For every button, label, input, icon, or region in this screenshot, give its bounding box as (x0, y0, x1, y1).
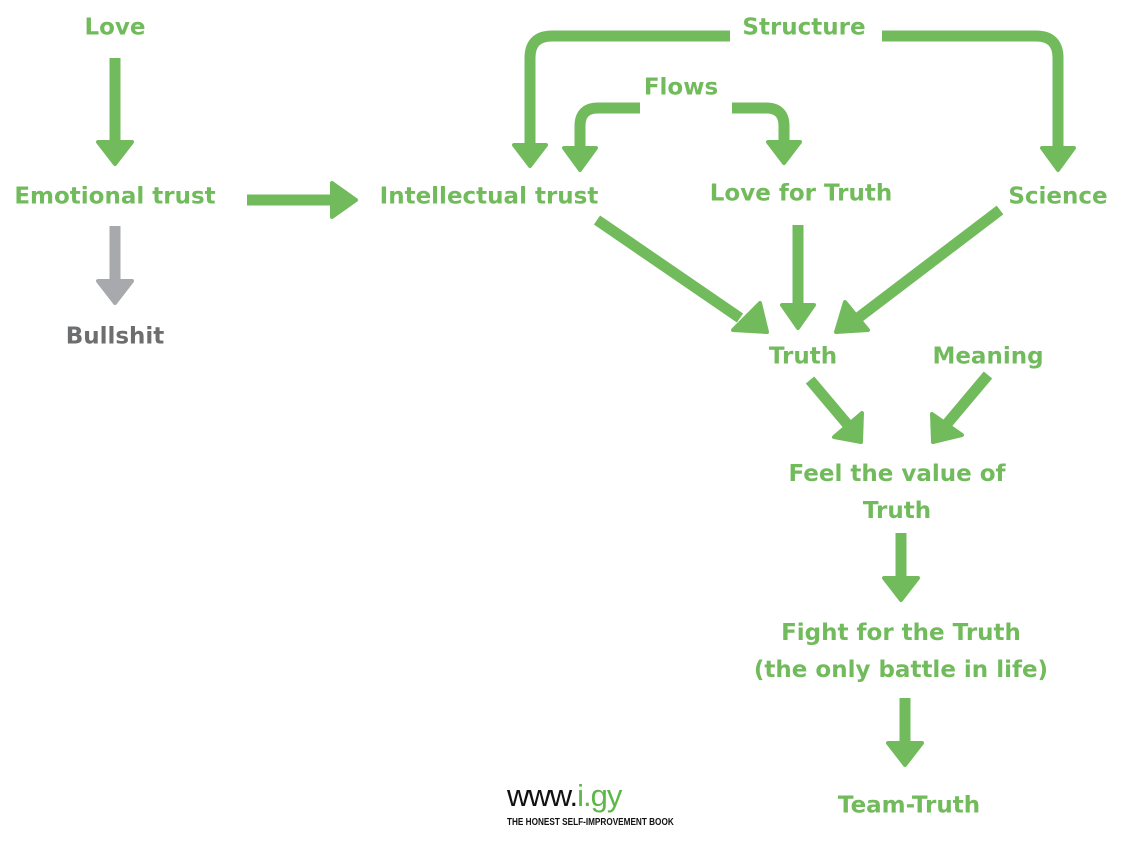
arrowhead (96, 140, 134, 166)
arrow-flows-to-intellectual (574, 102, 640, 148)
node-science: Science (1008, 183, 1108, 210)
arrowhead (780, 303, 816, 330)
arrow-structure-to-intellectual (524, 30, 730, 145)
node-fight-line-2: (the only battle in life) (753, 657, 1049, 683)
logo: www.i.gy THE HONEST SELF-IMPROVEMENT BOO… (507, 780, 710, 829)
arrowhead (886, 741, 924, 767)
node-intellectual-trust: Intellectual trust (379, 183, 599, 210)
arrow-science-to-truth (854, 205, 1004, 323)
arrowhead (1040, 146, 1076, 172)
arrowhead (882, 576, 920, 602)
arrowhead (562, 146, 598, 172)
node-feel-line-1: Feel the value of (788, 461, 1006, 487)
node-love: Love (84, 14, 146, 41)
arrowhead (930, 412, 964, 444)
logo-domain: i.gy (577, 778, 622, 813)
node-fight-for-the-truth: Fight for the Truth (the only battle in … (754, 615, 1048, 689)
arrow-structure-to-science (882, 30, 1064, 148)
logo-prefix: www. (507, 778, 578, 813)
node-flows: Flows (643, 74, 719, 101)
arrowhead (834, 300, 870, 334)
arrow-intellectual-to-truth (593, 215, 744, 323)
arrow-truth-to-feel (805, 376, 853, 429)
arrowhead (832, 411, 864, 444)
node-love-for-truth: Love for Truth (709, 180, 893, 207)
node-meaning: Meaning (932, 343, 1044, 370)
arrow-flows-to-love-for-truth (732, 102, 790, 142)
node-structure: Structure (742, 14, 866, 41)
arrowhead (330, 181, 358, 219)
arrowhead (731, 301, 769, 334)
logo-url: www.i.gy (507, 780, 710, 812)
arrowhead (766, 140, 802, 165)
node-emotional-trust: Emotional trust (14, 183, 216, 210)
node-truth: Truth (768, 343, 838, 370)
arrowhead-muted (96, 279, 134, 305)
node-team-truth: Team-Truth (837, 792, 981, 819)
node-fight-line-1: Fight for the Truth (781, 620, 1021, 646)
node-bullshit: Bullshit (65, 323, 165, 350)
node-feel-line-2: Truth (862, 498, 932, 524)
arrow-meaning-to-feel (941, 371, 993, 429)
node-feel-the-value-of-truth: Feel the value of Truth (788, 456, 1005, 530)
logo-tagline: THE HONEST SELF-IMPROVEMENT BOOK (507, 817, 674, 828)
arrowhead (512, 143, 548, 168)
